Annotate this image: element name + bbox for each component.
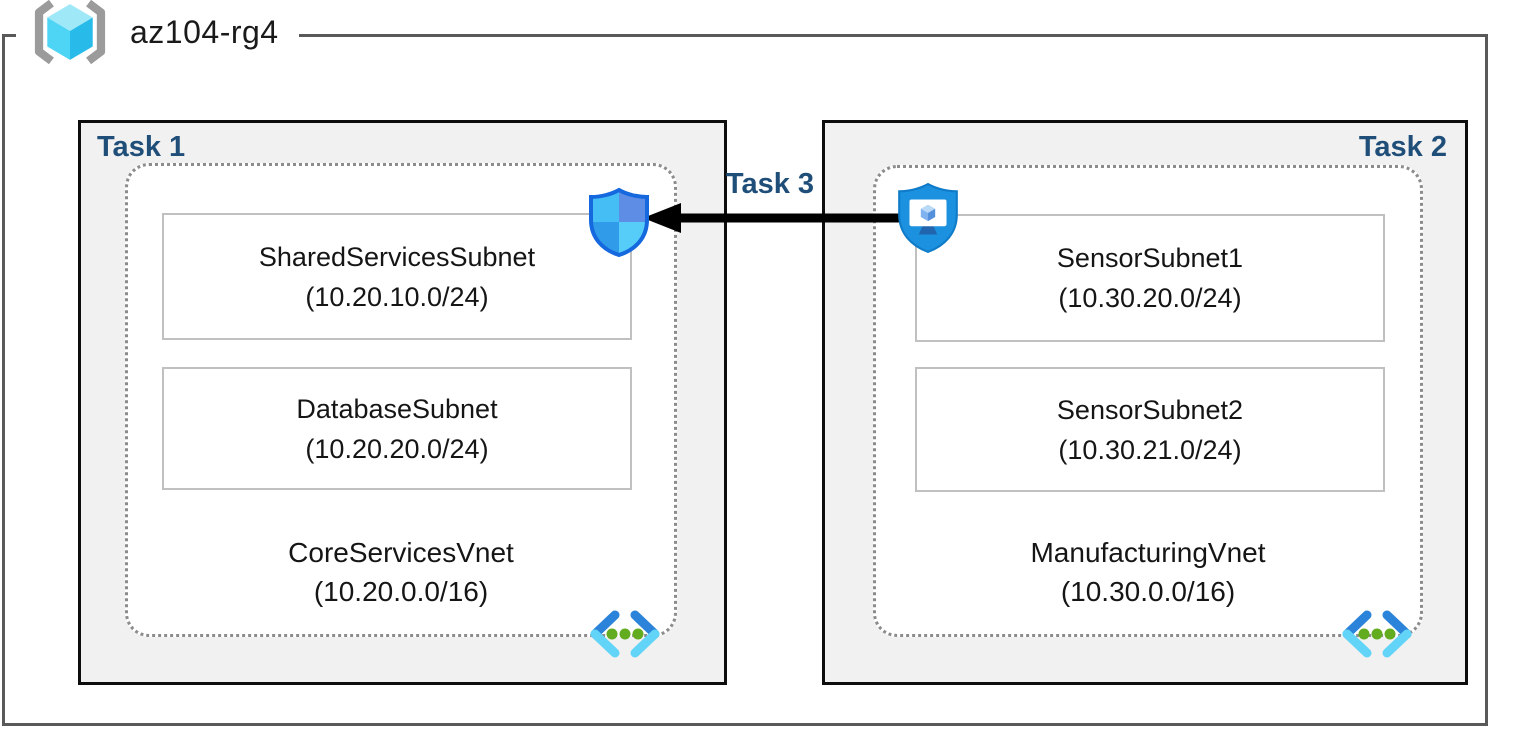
task2-label: Task 2 xyxy=(1358,131,1447,163)
subnet-cidr: (10.30.20.0/24) xyxy=(1058,283,1242,313)
defender-shield-icon xyxy=(589,187,649,258)
subnet-cidr: (10.20.20.0/24) xyxy=(305,433,489,464)
vnet-cidr: (10.20.0.0/16) xyxy=(313,576,489,607)
subnet-cidr: (10.30.21.0/24) xyxy=(1058,434,1242,465)
sensor-subnet1-box: SensorSubnet1 (10.30.20.0/24) xyxy=(915,214,1385,342)
core-services-vnet-label: CoreServicesVnet (10.20.0.0/16) xyxy=(125,533,677,611)
subnet-name: SharedServicesSubnet xyxy=(258,241,536,272)
subnet-name: SensorSubnet1 xyxy=(1056,243,1244,273)
manufacturing-vnet-label: ManufacturingVnet (10.30.0.0/16) xyxy=(873,533,1423,611)
vnet-name: CoreServicesVnet xyxy=(288,537,514,568)
task3-label: Task 3 xyxy=(725,168,815,200)
virtual-network-icon xyxy=(590,610,660,658)
shared-services-subnet-box: SharedServicesSubnet (10.20.10.0/24) xyxy=(162,213,632,340)
device-security-shield-icon xyxy=(898,182,958,254)
subnet-name: SensorSubnet2 xyxy=(1056,394,1244,425)
sensor-subnet2-box: SensorSubnet2 (10.30.21.0/24) xyxy=(915,367,1385,492)
subnet-name: DatabaseSubnet xyxy=(296,393,498,424)
database-subnet-box: DatabaseSubnet (10.20.20.0/24) xyxy=(162,367,632,490)
task1-label: Task 1 xyxy=(97,131,186,163)
peering-arrow-left-icon xyxy=(643,203,905,233)
resource-group-header: az104-rg4 xyxy=(16,0,299,64)
resource-group-icon xyxy=(34,0,106,64)
vnet-cidr: (10.30.0.0/16) xyxy=(1060,576,1236,607)
subnet-cidr: (10.20.10.0/24) xyxy=(305,281,489,312)
virtual-network-icon xyxy=(1342,610,1412,658)
vnet-name: ManufacturingVnet xyxy=(1030,537,1266,568)
resource-group-name: az104-rg4 xyxy=(130,13,279,50)
